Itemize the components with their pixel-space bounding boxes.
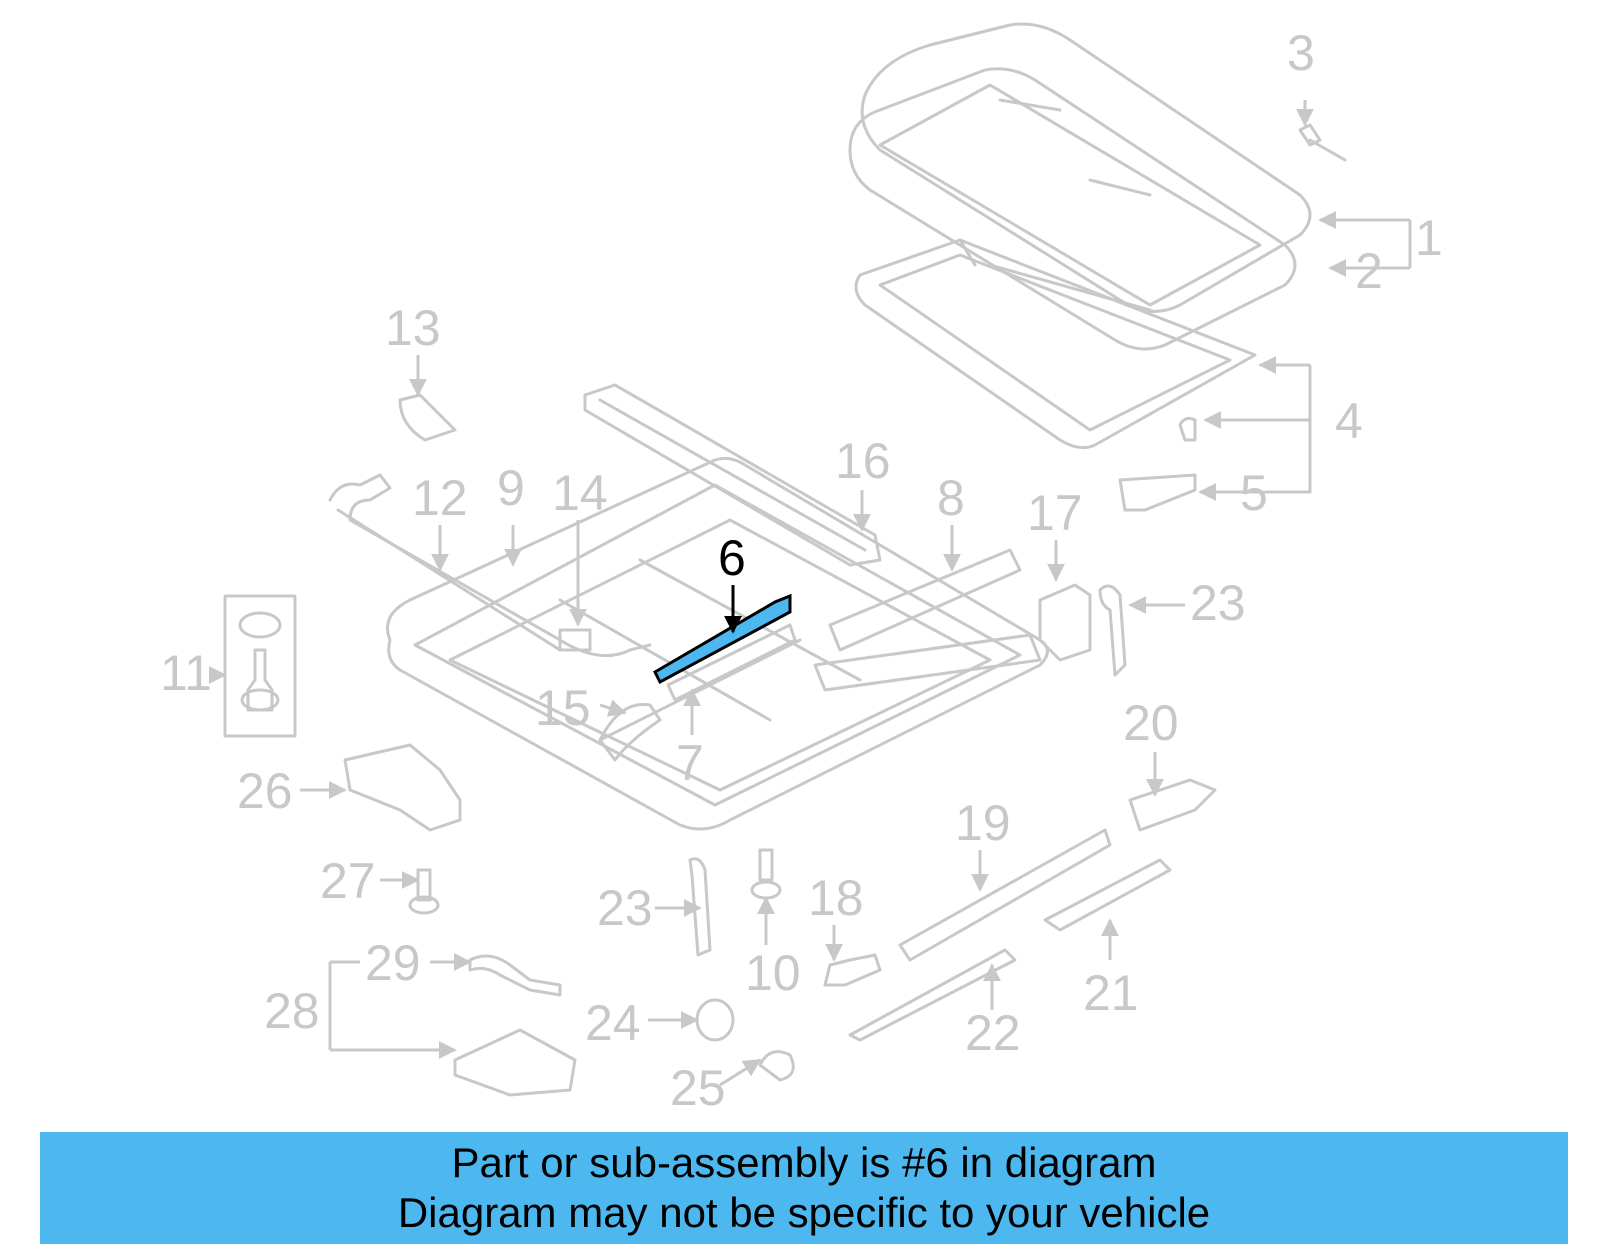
drive-motor — [558, 628, 592, 652]
part-25-clip — [758, 1050, 795, 1082]
part-21-rail — [1043, 858, 1172, 932]
callout-3: 3 — [1287, 25, 1315, 81]
part-22-cable — [848, 948, 1017, 1042]
part-11-kit — [223, 594, 297, 738]
callout-20: 20 — [1123, 695, 1179, 751]
banner-line-1: Part or sub-assembly is #6 in diagram — [451, 1139, 1157, 1186]
callout-18: 18 — [808, 870, 864, 926]
part-10-bolt — [750, 848, 782, 900]
part-6-highlight — [653, 593, 792, 685]
sunroof-frame — [854, 238, 1257, 450]
guide-rail — [813, 548, 1042, 692]
callout-8: 8 — [937, 470, 965, 526]
part-17-bracket — [1038, 583, 1092, 662]
callout-4: 4 — [1335, 393, 1363, 449]
callout-24: 24 — [585, 995, 641, 1051]
callout-13: 13 — [385, 300, 441, 356]
drain-hose-lower — [688, 857, 712, 957]
front-rail — [583, 383, 882, 567]
callout-28: 28 — [264, 983, 320, 1039]
info-banner: Part or sub-assembly is #6 in diagram Di… — [40, 1132, 1568, 1244]
callout-labels: 1 2 3 4 5 6 7 8 9 10 11 12 13 14 15 16 1… — [160, 25, 1443, 1116]
banner-line-2: Diagram may not be specific to your vehi… — [397, 1189, 1211, 1236]
callout-17: 17 — [1027, 485, 1083, 541]
part-26-motor — [343, 743, 462, 832]
callout-27: 27 — [320, 853, 376, 909]
callout-2: 2 — [1355, 243, 1383, 299]
callout-9: 9 — [497, 460, 525, 516]
callout-5: 5 — [1240, 465, 1268, 521]
part-3-bolt — [1298, 123, 1347, 162]
glass-panel-assembly — [848, 22, 1312, 351]
callout-21: 21 — [1083, 965, 1139, 1021]
callout-7: 7 — [676, 735, 704, 791]
callout-23-upper: 23 — [1190, 575, 1246, 631]
callout-16: 16 — [835, 433, 891, 489]
part-29-hose — [468, 954, 562, 997]
drain-hose-upper — [1098, 584, 1127, 677]
callout-15: 15 — [535, 680, 591, 736]
callout-14: 14 — [552, 465, 608, 521]
part-13-clip — [398, 393, 457, 442]
callout-19: 19 — [955, 795, 1011, 851]
callout-25: 25 — [670, 1060, 726, 1116]
callout-6: 6 — [718, 530, 746, 586]
leader-lines — [208, 100, 1412, 1087]
callout-29: 29 — [365, 935, 421, 991]
part-27-bolt — [408, 868, 440, 915]
callout-11: 11 — [160, 645, 212, 701]
part-15-deflector — [598, 702, 662, 762]
part-19-rail — [898, 828, 1112, 962]
part-28-plate — [453, 1028, 577, 1097]
part-5-clip — [1118, 473, 1197, 512]
part-20-bracket — [1128, 778, 1217, 832]
part-18-bracket — [823, 953, 882, 987]
callout-23-lower: 23 — [597, 880, 653, 936]
part-7-bracket — [666, 623, 797, 702]
drive-cable — [328, 473, 652, 658]
callout-26: 26 — [237, 763, 293, 819]
callout-1: 1 — [1415, 210, 1443, 266]
callout-12: 12 — [412, 470, 468, 526]
callout-22: 22 — [965, 1005, 1021, 1061]
part-24-grommet — [695, 998, 735, 1042]
callout-10: 10 — [745, 945, 801, 1001]
